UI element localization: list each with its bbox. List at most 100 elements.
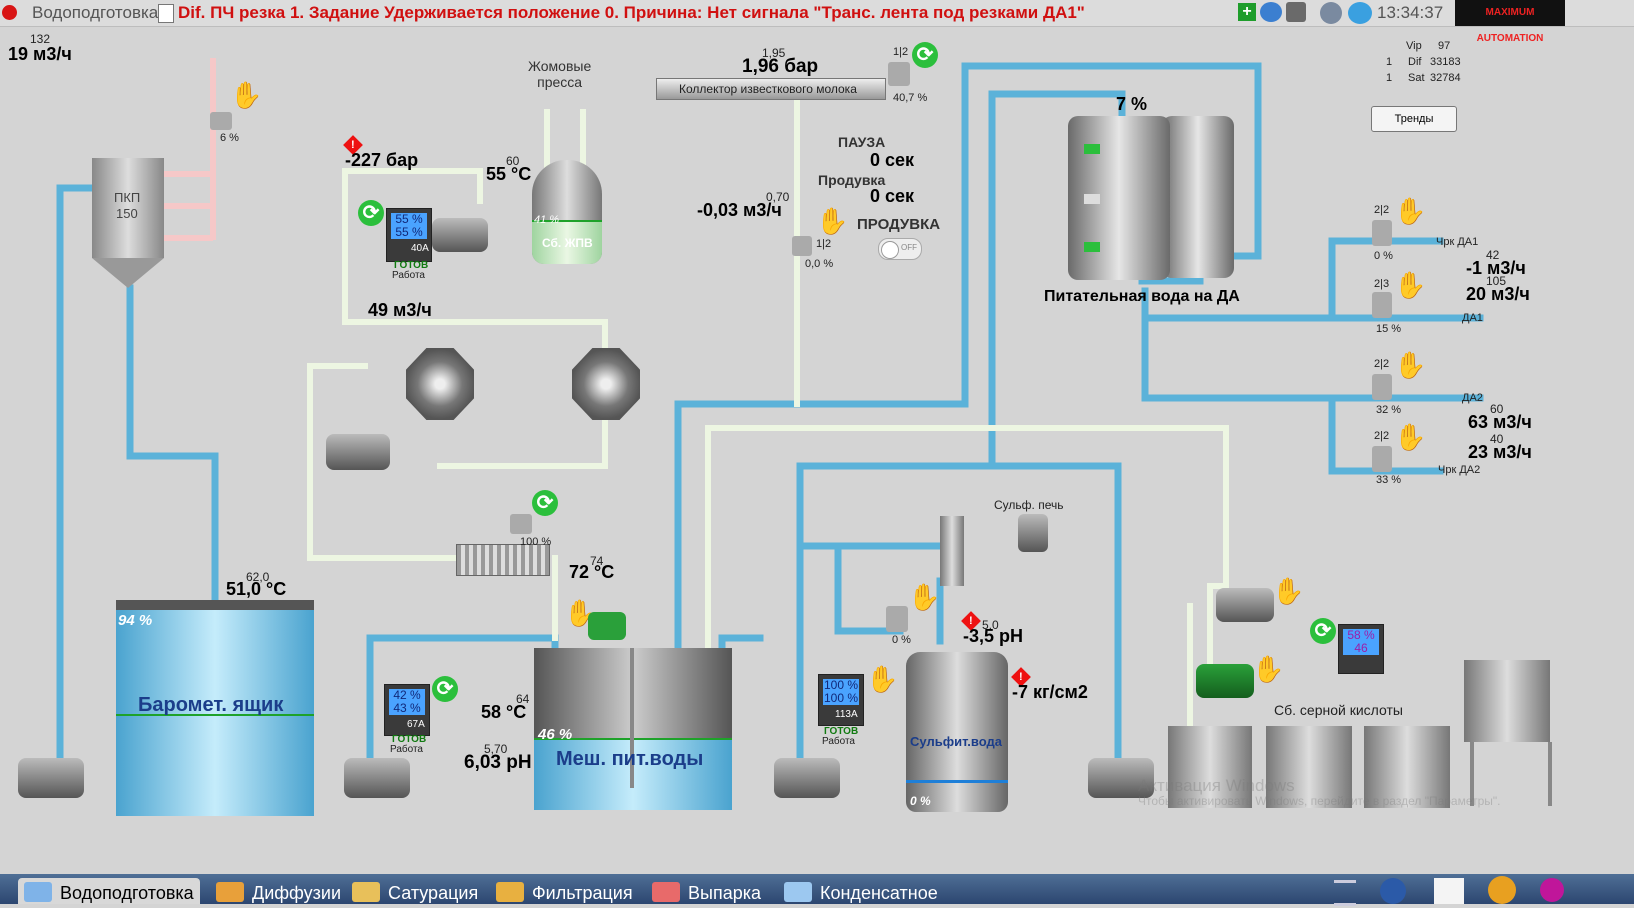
pause-value[interactable]: 0 сек: [870, 150, 915, 170]
feed-tank-2[interactable]: [1162, 116, 1234, 278]
collector-valve[interactable]: [888, 62, 910, 86]
sulf-tank[interactable]: Сульфит.вода 0 %: [906, 652, 1008, 812]
manual-mode-icon[interactable]: ✋: [1394, 350, 1427, 380]
acid-tank-3[interactable]: [1364, 726, 1450, 808]
temp-press[interactable]: 55 °C: [486, 164, 532, 184]
acid-panel[interactable]: 58 %46: [1338, 624, 1384, 674]
mixer-motor[interactable]: [588, 612, 626, 640]
lime-collector[interactable]: Коллектор известкового молока: [656, 78, 886, 100]
manual-mode-icon[interactable]: ✋: [230, 80, 263, 110]
heater-valve[interactable]: [510, 514, 532, 534]
line-valve[interactable]: [1372, 220, 1392, 246]
network-icon[interactable]: [1286, 2, 1306, 22]
flow-da1[interactable]: 20 м3/ч: [1466, 284, 1530, 304]
pressure-press[interactable]: -227 бар: [345, 150, 419, 170]
sulf-column[interactable]: [940, 516, 964, 586]
tank-zhpv[interactable]: 41 % Сб. ЖПВ: [532, 160, 602, 264]
auto-mode-icon[interactable]: ⟳: [358, 200, 384, 226]
sulf-ph[interactable]: -3,5 pH: [963, 626, 1024, 646]
sulf-valve[interactable]: [886, 606, 908, 632]
clock: 13:34:37: [1377, 3, 1444, 22]
tab-condensate[interactable]: Конденсатное: [784, 878, 938, 904]
tab-diffusion[interactable]: Диффузии: [216, 878, 341, 904]
telegram-icon[interactable]: [1348, 2, 1372, 24]
chat-icon[interactable]: [1260, 2, 1282, 22]
document-icon[interactable]: [158, 4, 174, 23]
auto-mode-icon[interactable]: ⟳: [1310, 618, 1336, 644]
feed-tank-level[interactable]: 7 %: [1116, 94, 1148, 114]
lime-flow[interactable]: -0,03 м3/ч: [697, 200, 782, 220]
purge-value[interactable]: 0 сек: [870, 186, 915, 206]
heat-exchanger[interactable]: [456, 544, 550, 576]
user-avatar-icon[interactable]: [1320, 2, 1342, 24]
manual-mode-icon[interactable]: ✋: [1394, 422, 1427, 452]
manual-mode-icon[interactable]: ✋: [1394, 270, 1427, 300]
vfd-line2: 55 %: [395, 225, 423, 239]
separator-2[interactable]: [572, 348, 640, 420]
baro-name: Баромет. ящик: [138, 694, 284, 716]
add-icon[interactable]: +: [1238, 3, 1256, 21]
line-valve[interactable]: [1372, 446, 1392, 472]
flow-49[interactable]: 49 м3/ч: [368, 300, 432, 320]
manual-mode-icon[interactable]: ✋: [908, 582, 941, 612]
vfd-panel-press[interactable]: 55 %55 % 40А: [386, 208, 432, 262]
pump-separator[interactable]: [326, 424, 396, 476]
flow-chrk-da1[interactable]: -1 м3/ч: [1466, 258, 1526, 278]
manual-mode-icon[interactable]: ✋: [866, 664, 899, 694]
mixer-temp[interactable]: 58 °C: [481, 702, 527, 722]
flow-chrk-da2[interactable]: 23 м3/ч: [1468, 442, 1532, 462]
tab-filtration[interactable]: Фильтрация: [496, 878, 633, 904]
pkp-hopper[interactable]: ПКП 150: [92, 158, 164, 288]
manual-mode-icon[interactable]: ✋: [816, 206, 849, 236]
pump-acid-2[interactable]: [1196, 658, 1266, 710]
tab-saturation[interactable]: Сатурация: [352, 878, 478, 904]
settings-icon[interactable]: [1380, 878, 1406, 904]
auto-mode-icon[interactable]: ⟳: [432, 676, 458, 702]
pump-sulf[interactable]: [1088, 752, 1158, 804]
mixer-tank[interactable]: 46 % Меш. пит.воды: [534, 648, 732, 810]
purge-toggle[interactable]: OFF: [878, 238, 922, 260]
acid-line1: 58 %: [1347, 628, 1375, 642]
flow-top-left[interactable]: 19 м3/ч: [8, 44, 72, 64]
flow-sp-small: 132: [30, 32, 51, 46]
line-valve[interactable]: [1372, 292, 1392, 318]
lime-valve[interactable]: [792, 236, 812, 256]
vfd-panel-mixer[interactable]: 100 %100 % 113А: [818, 674, 864, 726]
line-valve[interactable]: [1372, 374, 1392, 400]
collector-pressure[interactable]: 1,96 бар: [742, 56, 819, 77]
sulf-oven[interactable]: [1018, 514, 1048, 552]
menu-icon[interactable]: [1334, 880, 1356, 906]
baro-temp[interactable]: 51,0 °C: [226, 579, 287, 599]
engineer-icon[interactable]: [1488, 876, 1516, 904]
pump-acid-1[interactable]: [1216, 582, 1286, 634]
tab-evaporation[interactable]: Выпарка: [652, 878, 761, 904]
baro-tank[interactable]: 94 % Баромет. ящик: [116, 600, 314, 816]
heater-temp[interactable]: 72 °C: [569, 562, 615, 582]
sulf-pressure[interactable]: -7 кг/см2: [1012, 682, 1088, 702]
trends-button[interactable]: Тренды: [1371, 106, 1457, 132]
mixer-ph[interactable]: 6,03 pH: [464, 752, 532, 773]
manual-mode-icon[interactable]: ✋: [1394, 196, 1427, 226]
auto-mode-icon[interactable]: ⟳: [912, 42, 938, 68]
flow-da2[interactable]: 63 м3/ч: [1468, 412, 1532, 432]
auto-mode-icon[interactable]: ⟳: [532, 490, 558, 516]
pump-baro-right[interactable]: [344, 752, 414, 804]
separator-1[interactable]: [406, 348, 474, 420]
feed-tank-1[interactable]: [1068, 116, 1170, 280]
acid-tank-2[interactable]: [1266, 726, 1352, 808]
power-icon[interactable]: [1540, 878, 1564, 902]
pkp-valve[interactable]: [210, 112, 232, 130]
alarm-message[interactable]: Dif. ПЧ резка 1. Задание Удерживается по…: [178, 3, 1085, 22]
vfd-panel-baro[interactable]: 42 %43 % 67А: [384, 684, 430, 736]
line-valve-pct: 33 %: [1376, 474, 1402, 486]
tab-water-treatment[interactable]: Водоподготовка: [18, 878, 200, 904]
pump-mixer[interactable]: [774, 752, 844, 804]
manual-mode-icon[interactable]: ✋: [1252, 654, 1285, 684]
pump-press[interactable]: [432, 208, 502, 260]
manual-mode-icon[interactable]: ✋: [1272, 576, 1305, 606]
acid-tank-1[interactable]: [1168, 726, 1252, 808]
pump-baro-left[interactable]: [18, 752, 88, 804]
chart-icon[interactable]: [1434, 878, 1464, 904]
acid-storage-tank[interactable]: [1464, 660, 1550, 742]
press-label: Жомовые пресса: [528, 58, 592, 90]
